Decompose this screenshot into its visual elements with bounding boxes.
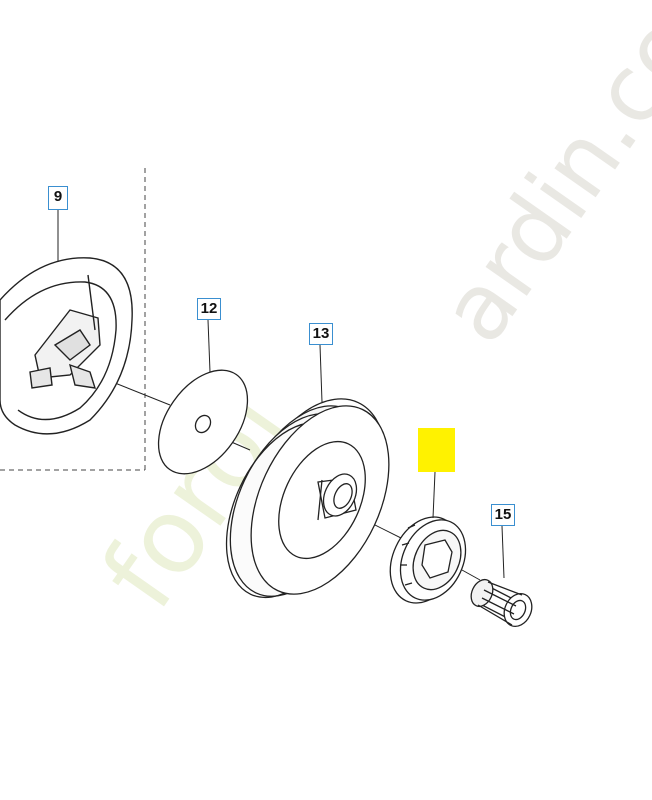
needle-bearing-part-15 [470, 578, 533, 628]
clutch-drum-part-13 [225, 398, 390, 599]
leader-lines [57, 210, 505, 579]
washer-part-12 [157, 369, 249, 475]
clutch-cover-part-9 [0, 257, 133, 435]
callout-part-12: 12 [197, 298, 221, 320]
highlighted-callout-sprocket [418, 428, 455, 472]
callout-part-13: 13 [309, 323, 333, 345]
dashed-boundary [0, 168, 146, 471]
callout-part-15: 15 [491, 504, 515, 526]
rim-sprocket-part [389, 516, 467, 604]
callout-part-9: 9 [48, 186, 68, 210]
